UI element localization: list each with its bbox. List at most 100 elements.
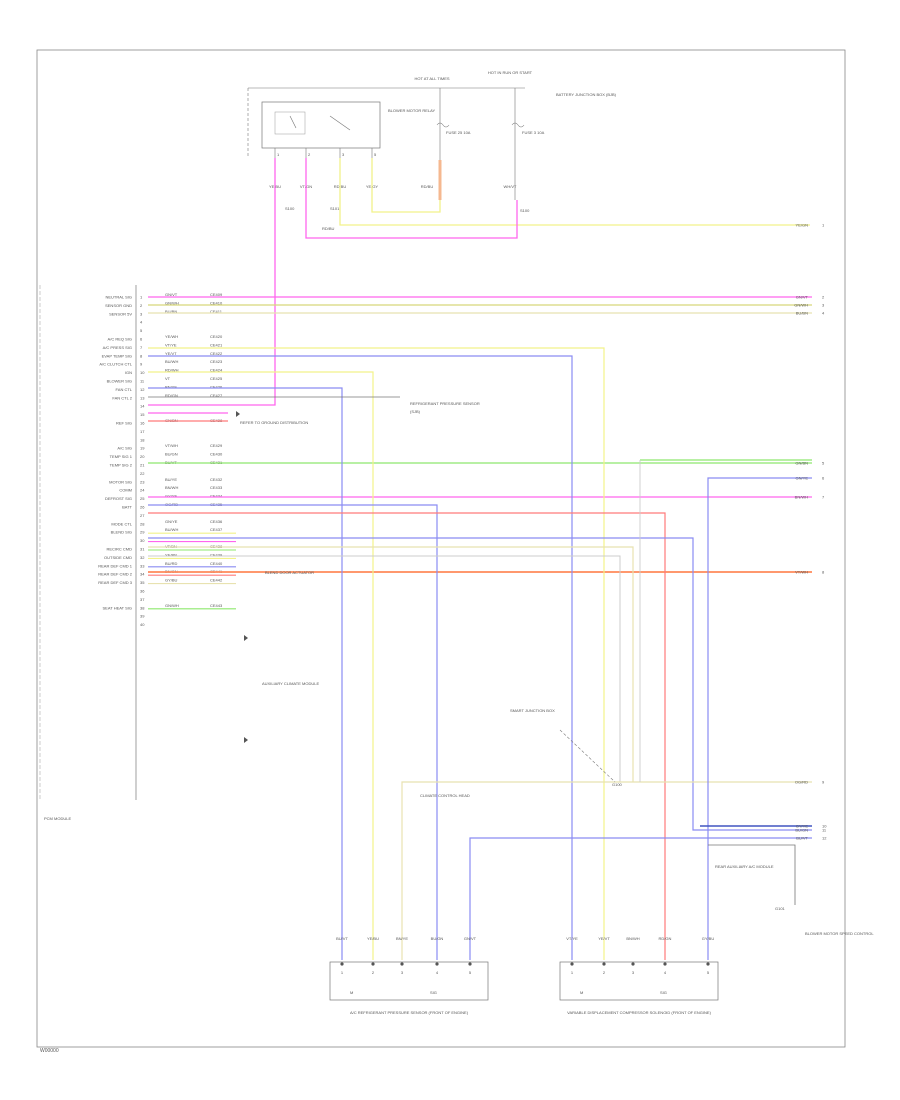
pcm-pin-row: 39 — [140, 614, 145, 619]
connector-wire-label: YE/VT — [598, 936, 610, 941]
pcm-circuit-number: CE421 — [210, 342, 223, 347]
pcm-pin-label: FAN CTL — [116, 387, 133, 392]
connector-pin-dot — [602, 962, 606, 966]
pcm-pin-label: REAR DEF CMD 2 — [98, 572, 133, 577]
pcm-circuit-number: CE410 — [210, 300, 223, 305]
pcm-wire-color: RD/WH — [165, 368, 179, 373]
fuse-panel-label: SMART JUNCTION BOX — [510, 708, 555, 713]
pcm-wire-color: GN/VT — [165, 292, 178, 297]
pcm-pin-row: DEFROST SIG 25 GY/YE CE434 — [105, 494, 223, 502]
pcm-pin-label: BLOWER SIG — [107, 379, 132, 384]
pcm-pin-number: 5 — [140, 328, 143, 333]
right-edge-ref: 6 — [822, 476, 825, 481]
pcm-circuit-number: CE420 — [210, 334, 223, 339]
pcm-pin-label: TEMP SIG 1 — [110, 454, 133, 459]
pcm-circuit-number: CE411 — [210, 309, 223, 314]
relay-switch-icon — [329, 115, 351, 131]
blower-right-label: BLOWER MOTOR SPEED CONTROL — [805, 931, 874, 936]
pcm-pin-number: 30 — [140, 538, 145, 543]
pcm-circuit-number: CE434 — [210, 494, 223, 499]
connector-mark: M — [580, 990, 583, 995]
right-edge-ref: 7 — [822, 495, 825, 500]
pcm-wire-color: BU/WH — [165, 359, 178, 364]
pcm-pin-label: REAR DEF CMD 1 — [98, 563, 133, 568]
pcm-pin-label: DEFROST SIG — [105, 496, 132, 501]
relay-pin-number: 2 — [308, 152, 311, 157]
pcm-circuit-number: CE443 — [210, 603, 223, 608]
connector-pin-dot — [663, 962, 667, 966]
pcm-circuit-number: CE426 — [210, 384, 223, 389]
connector-wire-label: BN/WH — [626, 936, 639, 941]
pcm-wire-color: VT/YE — [165, 342, 177, 347]
connector-wire-label: GN/VT — [464, 936, 477, 941]
pcm-pin-row: 4 — [140, 320, 143, 325]
connector-mark: SIG — [430, 990, 437, 995]
pcm-pin-number: 2 — [140, 303, 143, 308]
pcm-pin-number: 7 — [140, 345, 143, 350]
ground-label: G100 — [612, 782, 623, 787]
body-wires — [148, 296, 812, 960]
pcm-pin-row: 18 — [140, 437, 145, 442]
pcm-pin-number: 9 — [140, 362, 143, 367]
connector-pin-dot — [435, 962, 439, 966]
pcm-pin-number: 19 — [140, 446, 145, 451]
right-edge-wire-label: YE/GN — [796, 223, 809, 228]
connector-pin-number: 3 — [401, 970, 404, 975]
right-edge-ref: 4 — [822, 311, 825, 316]
pcm-circuit-number: CE424 — [210, 368, 223, 373]
pcm-pin-number: 39 — [140, 614, 145, 619]
module-label: PCM MODULE — [44, 816, 71, 821]
connector-pin-number: 2 — [372, 970, 375, 975]
pcm-pin-row: 5 — [140, 328, 143, 333]
sensor-callout: REFRIGERANT PRESSURE SENSOR — [410, 401, 480, 406]
pcm-wire-color: GN/WH — [165, 300, 179, 305]
connector-pin-number: 3 — [632, 970, 635, 975]
sjb-short-label: (SJB) — [410, 409, 421, 414]
pcm-wire-color: VT/WH — [165, 443, 178, 448]
pcm-wire-color: BU/WH — [165, 527, 178, 532]
pcm-pin-number: 22 — [140, 471, 145, 476]
pcm-pin-number: 38 — [140, 605, 145, 610]
connector-pin-dot — [570, 962, 574, 966]
right-edge-ref: 1 — [822, 223, 825, 228]
pcm-circuit-number: CE427 — [210, 393, 223, 398]
pcm-pin-row: 40 — [140, 622, 145, 627]
pcm-wire-color: BU/BN — [165, 309, 177, 314]
connector-pin-dot — [468, 962, 472, 966]
right-edge-wire-label: GN/VT — [796, 295, 809, 300]
right-connector-box — [559, 961, 719, 1001]
pcm-wire-color: YE/WH — [165, 334, 178, 339]
pcm-pin-number: 25 — [140, 496, 145, 501]
pcm-pin-number: 12 — [140, 387, 145, 392]
pcm-pin-number: 21 — [140, 463, 145, 468]
pcm-pin-number: 35 — [140, 580, 145, 585]
pcm-pin-number: 13 — [140, 395, 145, 400]
pcm-pin-number: 16 — [140, 421, 145, 426]
pcm-pin-number: 11 — [140, 379, 145, 384]
lower-wire-label: RD/BU — [322, 226, 335, 231]
fuse-b-icon — [511, 122, 525, 128]
pcm-wire-color: GY/BU — [165, 578, 178, 583]
pcm-pin-row: 36 — [140, 589, 145, 594]
pcm-circuit-number: CE422 — [210, 351, 223, 356]
relay-label: BLOWER MOTOR RELAY — [388, 108, 436, 113]
connector-pin-dot — [631, 962, 635, 966]
pcm-wire-color: GY/YE — [165, 494, 178, 499]
ref-callout: REFER TO GROUND DISTRIBUTION — [240, 420, 308, 425]
pcm-circuit-number: CE440 — [210, 561, 223, 566]
right-connector-title: VARIABLE DISPLACEMENT COMPRESSOR SOLENOI… — [567, 1010, 711, 1015]
pcm-wire-color: BU/YE — [165, 477, 177, 482]
right-edge-ref: 9 — [822, 780, 825, 785]
pcm-pin-number: 26 — [140, 505, 145, 510]
arrow-icon — [244, 635, 248, 641]
pcm-pin-row: 17 — [140, 429, 145, 434]
